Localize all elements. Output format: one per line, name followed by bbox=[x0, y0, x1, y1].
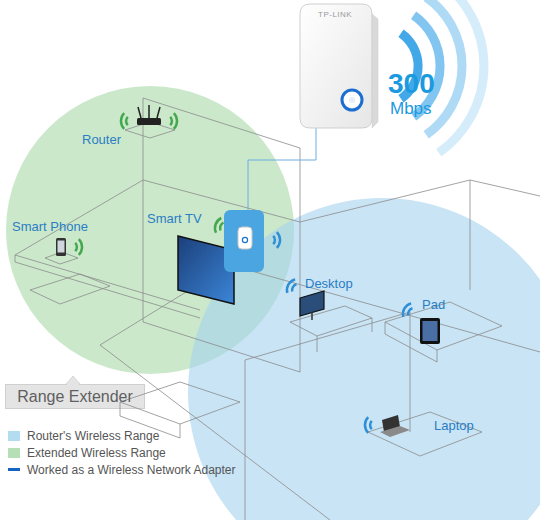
adapter-extender-icon bbox=[224, 210, 264, 272]
device-label: Smart TV bbox=[147, 211, 202, 226]
pad-icon bbox=[401, 302, 415, 319]
device-label: Desktop bbox=[305, 276, 353, 291]
adapter-extender-icon bbox=[238, 227, 252, 249]
device-label: Pad bbox=[422, 297, 445, 312]
adapter-leader-line bbox=[248, 128, 316, 210]
smart-phone-icon bbox=[56, 238, 66, 256]
device-label: Smart Phone bbox=[12, 219, 88, 234]
label-box-notch bbox=[66, 376, 80, 384]
desktop-icon bbox=[311, 312, 313, 320]
legend-entry: Router's Wireless Range bbox=[8, 427, 236, 444]
brand-logo: TP-LINK bbox=[318, 10, 352, 19]
house-wireframe bbox=[143, 98, 300, 372]
house-wireframe bbox=[245, 312, 410, 520]
smart-phone-icon bbox=[75, 239, 82, 255]
router-icon bbox=[121, 113, 128, 129]
laptop-icon bbox=[365, 417, 372, 433]
smart-phone-icon bbox=[56, 238, 82, 256]
pad-icon bbox=[420, 318, 440, 344]
house-wireframe bbox=[30, 274, 110, 304]
signal-waves bbox=[439, 0, 484, 153]
smart-tv-icon bbox=[213, 217, 225, 234]
house-wireframe bbox=[470, 180, 471, 290]
router-icon bbox=[121, 105, 177, 129]
house-wireframe bbox=[100, 265, 540, 352]
legend-entry: Worked as a Wireless Network Adapter bbox=[8, 461, 236, 478]
adapter-extender-icon bbox=[242, 237, 247, 242]
device-label: Router bbox=[82, 132, 121, 147]
legend: Router's Wireless RangeExtended Wireless… bbox=[8, 427, 236, 478]
house-wireframe bbox=[385, 302, 502, 362]
label-box: Range Extender bbox=[5, 384, 145, 409]
adapter-leader-line bbox=[248, 128, 316, 210]
zone-circle bbox=[188, 198, 540, 520]
range-extender-device bbox=[300, 4, 378, 128]
device-label: Laptop bbox=[434, 418, 474, 433]
box-title: Range Extender bbox=[17, 388, 133, 406]
adapter-extender-icon bbox=[224, 210, 280, 272]
pad-icon bbox=[401, 302, 440, 344]
laptop-icon bbox=[365, 415, 410, 437]
house-wireframe bbox=[300, 180, 540, 222]
legend-entry: Extended Wireless Range bbox=[8, 444, 236, 461]
label-box-notch bbox=[67, 383, 79, 385]
legend-line-sample bbox=[8, 468, 20, 471]
house-wireframe bbox=[15, 255, 200, 318]
legend-swatch bbox=[8, 431, 20, 441]
router-icon bbox=[170, 113, 177, 129]
speed-value: 300 bbox=[388, 68, 435, 100]
legend-text: Worked as a Wireless Network Adapter bbox=[27, 463, 236, 477]
router-icon bbox=[138, 107, 141, 118]
smart-phone-icon bbox=[58, 241, 65, 253]
range-extender-device bbox=[349, 97, 355, 103]
label-box-notch bbox=[66, 376, 80, 384]
range-extender-device bbox=[300, 4, 372, 128]
router-icon bbox=[148, 105, 150, 118]
laptop-icon bbox=[380, 426, 410, 437]
adapter-extender-icon bbox=[273, 232, 280, 248]
speed-unit: Mbps bbox=[390, 99, 432, 119]
legend-text: Router's Wireless Range bbox=[27, 429, 159, 443]
range-extender-device bbox=[372, 14, 378, 128]
house-wireframe bbox=[368, 412, 482, 456]
legend-text: Extended Wireless Range bbox=[27, 446, 166, 460]
house-wireframe bbox=[15, 98, 540, 520]
range-extender-device bbox=[342, 90, 362, 110]
desktop-icon bbox=[285, 278, 324, 320]
desktop-icon bbox=[285, 278, 299, 295]
pad-icon bbox=[423, 321, 438, 341]
router-icon bbox=[137, 118, 161, 125]
legend-swatch bbox=[8, 448, 20, 458]
router-icon bbox=[157, 107, 160, 118]
